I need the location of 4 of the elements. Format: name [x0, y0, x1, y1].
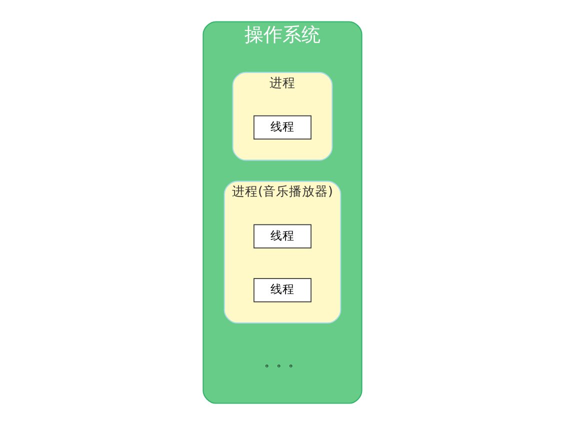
node-box: 线程	[253, 224, 311, 248]
node-box: 线程	[253, 115, 311, 140]
label: 。。。	[264, 355, 300, 370]
node-box: 线程	[253, 278, 311, 302]
